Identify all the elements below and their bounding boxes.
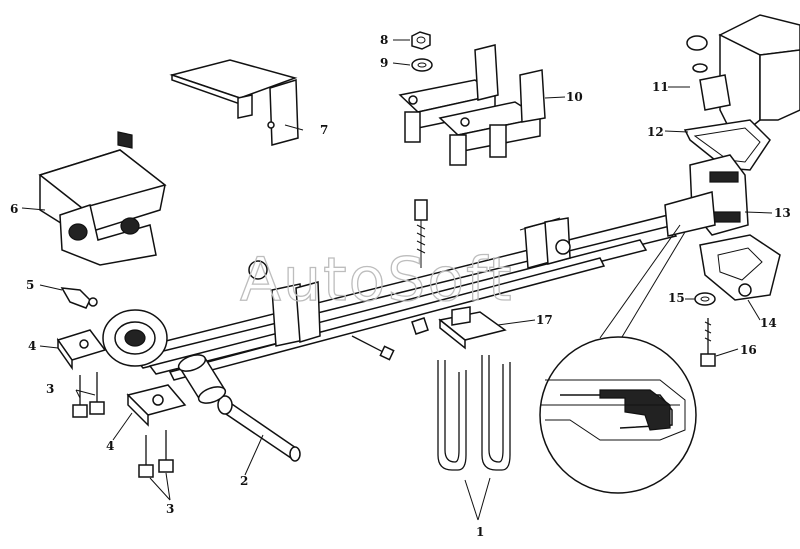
leader-lines (21, 39, 773, 521)
callout-9: 9 (380, 56, 388, 70)
centre-bolt (414, 199, 428, 268)
callout-12: 12 (647, 125, 664, 139)
callout-4-upper: 4 (28, 339, 36, 353)
callout-6: 6 (10, 202, 18, 216)
callout-2: 2 (240, 474, 248, 488)
callout-11: 11 (652, 80, 669, 94)
part-4-end-block-lower (126, 384, 187, 427)
part-12-gasket (683, 119, 771, 171)
part-15-washer (694, 292, 716, 306)
spring-clamps (248, 217, 571, 347)
part-17-spacer (411, 306, 507, 350)
part-3-bolts-lower (138, 430, 174, 478)
part-11-frame-bracket (686, 14, 800, 142)
part-14-lower-bracket (699, 234, 781, 301)
callout-3-lower: 3 (166, 502, 174, 516)
part-9-washer (411, 58, 433, 72)
watermark: AutoSoft (240, 245, 514, 315)
callout-7: 7 (320, 123, 328, 137)
spring-eye (102, 309, 168, 367)
callout-5: 5 (26, 278, 34, 292)
callout-3-upper: 3 (46, 382, 54, 396)
part-5-grease-nipple (60, 287, 98, 309)
part-2-spring-pin (217, 395, 301, 462)
detail-inset (539, 224, 697, 494)
part-8-nut (411, 31, 431, 50)
callout-14: 14 (760, 316, 777, 330)
part-13-rear-hanger (664, 154, 749, 237)
callout-1: 1 (476, 525, 484, 539)
callout-16: 16 (740, 343, 757, 357)
callout-labels: 1 2 3 3 4 4 5 6 7 8 9 10 11 12 13 14 15 … (10, 33, 791, 539)
callout-10: 10 (566, 90, 583, 104)
clamp-bolt (351, 335, 395, 361)
part-10-spring-bracket (398, 44, 546, 166)
part-6-bump-stop (38, 131, 167, 266)
part-16-bolt (700, 318, 716, 367)
callout-8: 8 (380, 33, 388, 47)
part-1-u-bolts (437, 355, 511, 471)
callout-13: 13 (774, 206, 791, 220)
callout-15: 15 (668, 291, 685, 305)
callout-4-lower: 4 (106, 439, 114, 453)
callout-17: 17 (536, 313, 553, 327)
spring-bushing (177, 354, 227, 404)
part-4-end-block-upper (56, 329, 107, 371)
part-7-bracket (169, 59, 299, 146)
part-3-bolts-upper (72, 372, 105, 418)
